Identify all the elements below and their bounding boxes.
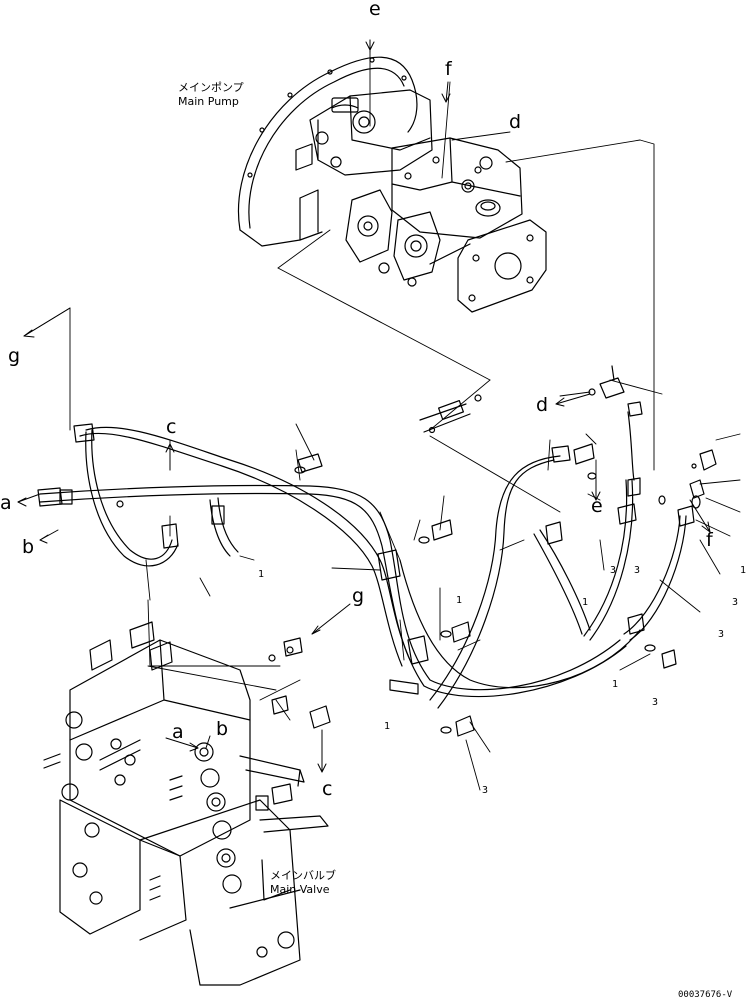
ref-letter-c-valve: c	[322, 778, 333, 800]
part-callout: 1	[258, 569, 265, 580]
main-valve-caption-en: Main Valve	[270, 883, 330, 896]
main-valve-caption-jp: メインバルブ	[270, 869, 336, 882]
hose-fittings	[37, 401, 695, 695]
part-callout: 3	[482, 785, 489, 796]
part-callout: 3	[652, 697, 659, 708]
ref-letter-e-right: e	[591, 495, 603, 517]
ref-letter-e-top: e	[369, 0, 381, 20]
ref-letter-b-valve: b	[216, 718, 229, 740]
main-pump-assembly	[237, 56, 547, 313]
direction-arrows	[17, 39, 711, 773]
main-valve-assembly	[43, 621, 329, 986]
drawing-code: 00037676-V	[678, 990, 733, 1000]
ref-letter-g-top: g	[8, 345, 21, 367]
part-callout: 3	[732, 597, 739, 608]
hose-lines	[39, 411, 687, 709]
part-callout: 1	[612, 679, 619, 690]
ref-letter-a-left: a	[0, 492, 12, 514]
leader-lines-piping	[145, 379, 741, 791]
ref-letter-a-valve: a	[172, 721, 184, 743]
leader-lines-valve	[147, 665, 301, 721]
part-callout: 1	[582, 597, 589, 608]
main-pump-caption-jp: メインポンプ	[178, 81, 244, 94]
part-callout: 1	[740, 565, 747, 576]
main-pump-caption-en: Main Pump	[178, 95, 239, 108]
leader-lines-pump	[23, 39, 655, 471]
ref-letter-b-left: b	[22, 536, 35, 558]
ref-letter-g-mid: g	[352, 585, 365, 607]
ref-letter-d-top: d	[509, 111, 522, 133]
part-callout: 3	[634, 565, 641, 576]
ref-letter-d-right: d	[536, 394, 549, 416]
part-callout: 3	[610, 565, 617, 576]
part-callout: 1	[384, 721, 391, 732]
part-callout: 3	[718, 629, 725, 640]
ref-letter-f-right: f	[706, 529, 713, 551]
part-callout: 1	[456, 595, 463, 606]
ref-letter-c-top: c	[166, 416, 177, 438]
ref-letter-f-top: f	[445, 58, 452, 80]
adapter-fittings	[268, 365, 717, 737]
